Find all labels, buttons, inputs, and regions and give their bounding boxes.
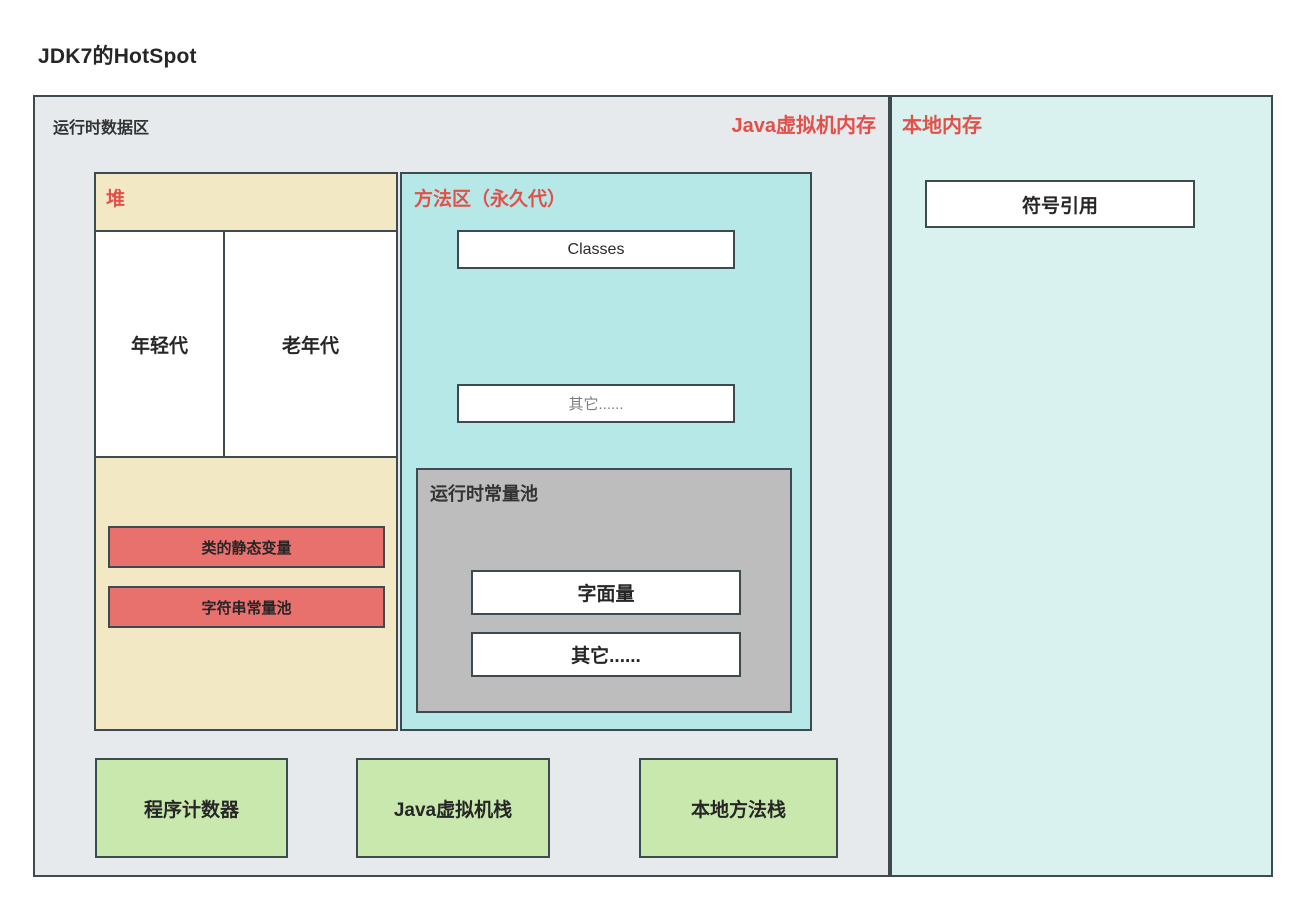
string-constant-pool-box: 字符串常量池 xyxy=(108,586,385,628)
literal-box: 字面量 xyxy=(471,570,741,615)
old-generation-box: 老年代 xyxy=(223,230,398,458)
heap-title: 堆 xyxy=(106,189,126,210)
young-generation-box: 年轻代 xyxy=(94,230,225,458)
native-method-stack-box: 本地方法栈 xyxy=(639,758,838,858)
runtime-constant-pool-title: 运行时常量池 xyxy=(430,484,538,504)
class-static-variables-box: 类的静态变量 xyxy=(108,526,385,568)
runtime-data-area-label: 运行时数据区 xyxy=(53,120,150,137)
symbol-reference-box: 符号引用 xyxy=(925,180,1195,228)
method-area-title: 方法区（永久代） xyxy=(414,189,567,210)
method-area-other-box: 其它...... xyxy=(457,384,735,423)
native-memory-label: 本地内存 xyxy=(902,115,982,137)
jvm-memory-label: Java虚拟机内存 xyxy=(731,115,877,137)
jvm-stack-box: Java虚拟机栈 xyxy=(356,758,550,858)
classes-box: Classes xyxy=(457,230,735,269)
constant-pool-other-box: 其它...... xyxy=(471,632,741,677)
page-title: JDK7的HotSpot xyxy=(38,45,197,68)
program-counter-box: 程序计数器 xyxy=(95,758,288,858)
